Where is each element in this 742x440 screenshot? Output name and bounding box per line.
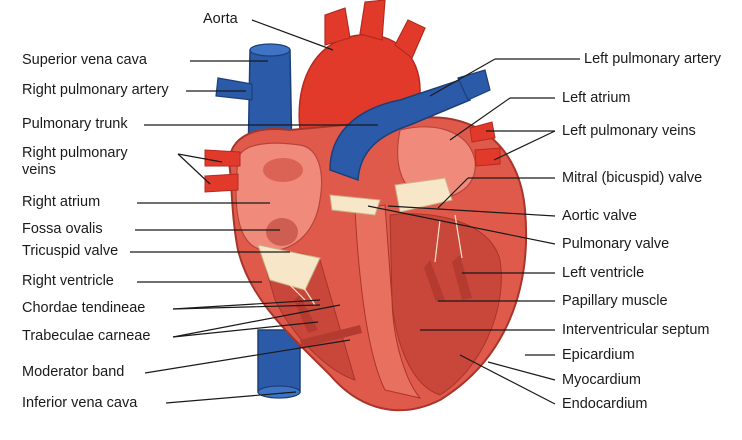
label-aorta: Aorta [203,11,238,27]
label-moderator-band: Moderator band [22,364,125,380]
label-fossa-ovalis: Fossa ovalis [22,221,103,237]
label-aortic-valve: Aortic valve [562,208,637,224]
label-trabeculae-carneae: Trabeculae carneae [22,328,151,344]
label-left-pulmonary-artery: Left pulmonary artery [584,51,722,67]
label-myocardium: Myocardium [562,372,641,388]
inferior-vena-cava [257,329,301,399]
leader-lines [130,19,580,405]
label-right-pulmonary-artery: Right pulmonary artery [22,82,169,98]
label-left-atrium: Left atrium [562,90,631,106]
label-papillary-muscle: Papillary muscle [562,293,668,309]
label-right-ventricle: Right ventricle [22,273,114,289]
left-pulmonary-veins [469,121,501,167]
label-right-pulmonary-veins-line1: Right pulmonary [22,145,128,161]
label-superior-vena-cava: Superior vena cava [22,52,147,68]
label-left-ventricle: Left ventricle [562,265,645,281]
label-pulmonary-valve: Pulmonary valve [562,236,670,252]
label-inferior-vena-cava: Inferior vena cava [22,395,138,411]
label-tricuspid-valve: Tricuspid valve [22,243,119,259]
label-endocardium: Endocardium [562,396,648,412]
label-interventricular-septum: Interventricular septum [562,322,710,338]
label-pulmonary-trunk: Pulmonary trunk [22,116,128,132]
label-mitral-valve: Mitral (bicuspid) valve [562,170,703,186]
label-right-pulmonary-veins-line2: veins [22,162,56,178]
pulmonary-trunk [329,69,491,182]
right-pulmonary-veins [204,149,241,193]
label-left-pulmonary-veins: Left pulmonary veins [562,123,696,139]
label-epicardium: Epicardium [562,347,635,363]
label-chordae-tendineae: Chordae tendineae [22,300,146,316]
heart-body [228,116,528,412]
label-right-atrium: Right atrium [22,194,101,210]
